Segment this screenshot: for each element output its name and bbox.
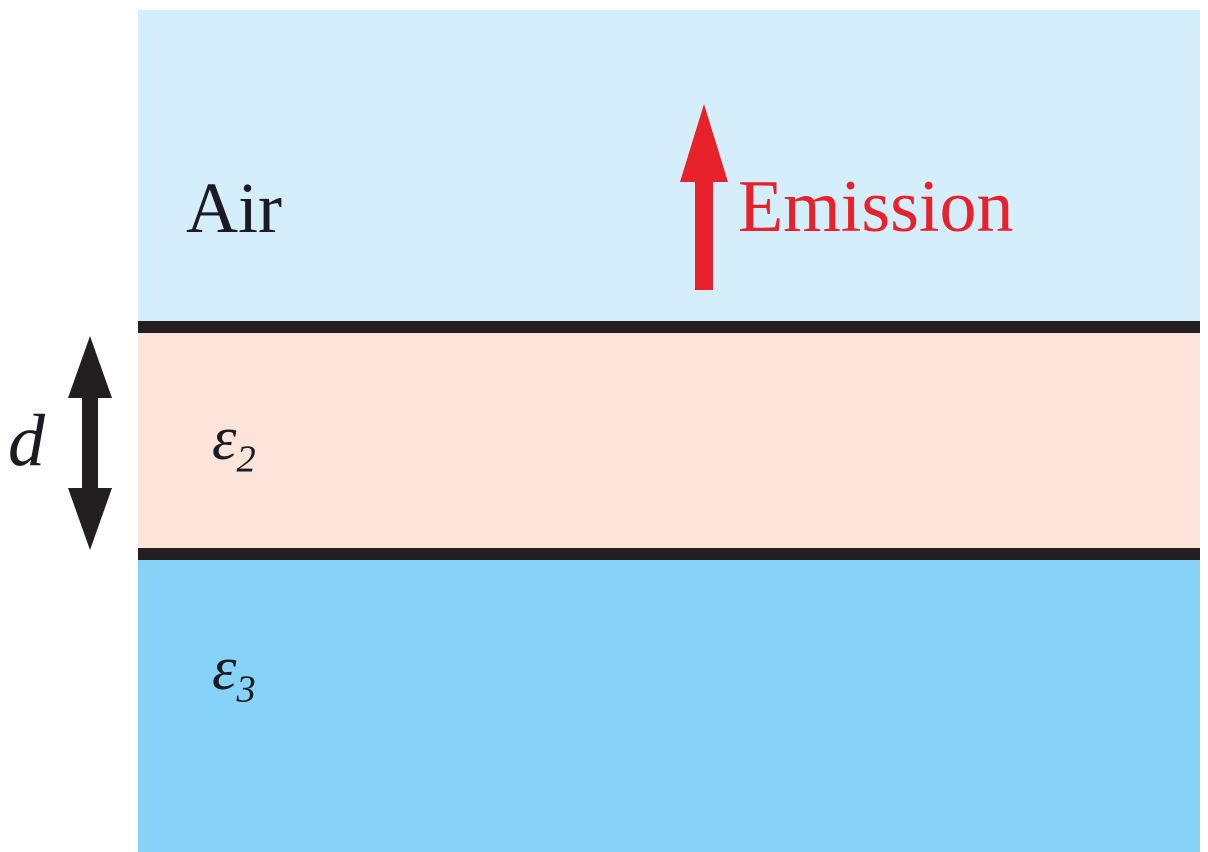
layer-label-epsilon2: ε2 <box>212 408 256 479</box>
layer-epsilon3-region <box>138 560 1200 852</box>
epsilon3-subscript: 3 <box>236 668 256 711</box>
epsilon2-symbol: ε <box>212 405 237 473</box>
epsilon3-symbol: ε <box>212 635 237 703</box>
layer-epsilon2-region <box>138 333 1200 548</box>
epsilon2-subscript: 2 <box>236 438 256 481</box>
interface-air-epsilon2 <box>138 321 1200 333</box>
thickness-double-arrow-icon <box>68 336 112 550</box>
emission-label: Emission <box>738 166 1014 248</box>
layer-air-region <box>138 10 1200 321</box>
layer-label-air: Air <box>186 168 282 248</box>
interface-epsilon2-epsilon3 <box>138 548 1200 560</box>
emission-arrow-up-icon <box>680 104 728 290</box>
layer-label-epsilon3: ε3 <box>212 638 256 709</box>
thickness-label-d: d <box>8 400 45 482</box>
